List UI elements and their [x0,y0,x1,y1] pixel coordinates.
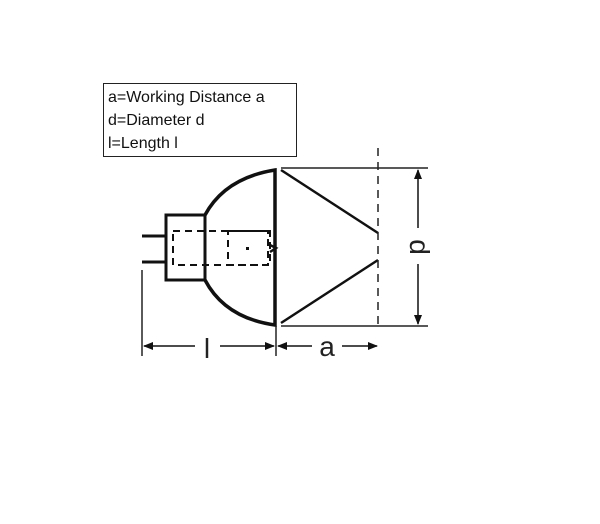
lamp-pins [142,234,166,264]
distance-label: a [319,331,335,362]
legend-box: a=Working Distance a d=Diameter d l=Leng… [103,83,297,157]
beam-cone [280,168,379,325]
filament-mark [267,242,279,254]
legend-item-diameter: d=Diameter d [108,112,205,129]
legend-item-working-distance: a=Working Distance a [108,89,265,106]
lamp-base [164,213,207,282]
filament-dot [246,247,249,250]
diameter-label: d [404,239,435,255]
lamp-reflector [203,167,277,328]
legend-item-length: l=Length l [108,135,178,152]
lamp-internal-dashed [172,230,271,266]
length-label: l [204,333,210,364]
extension-lines [141,167,428,356]
